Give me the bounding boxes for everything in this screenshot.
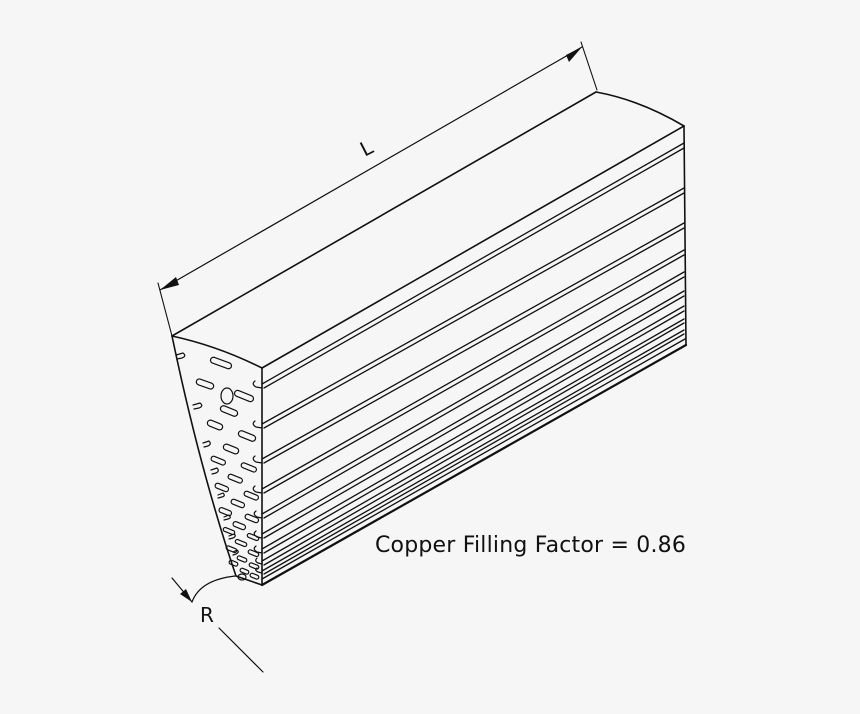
groove-notches — [252, 380, 263, 574]
right-edge — [683, 125, 687, 346]
length-dimension — [157, 41, 598, 337]
left-notches — [175, 352, 239, 556]
layer-grooves — [261, 142, 686, 580]
round-hole — [220, 387, 234, 405]
radius-dimension — [171, 575, 264, 673]
left-edge — [171, 335, 237, 577]
radius-label: R — [200, 603, 214, 627]
cooling-slots — [195, 356, 260, 581]
bottom-edge — [260, 343, 688, 587]
top-face — [171, 91, 685, 369]
filling-factor-annotation: Copper Filling Factor = 0.86 — [375, 533, 687, 558]
